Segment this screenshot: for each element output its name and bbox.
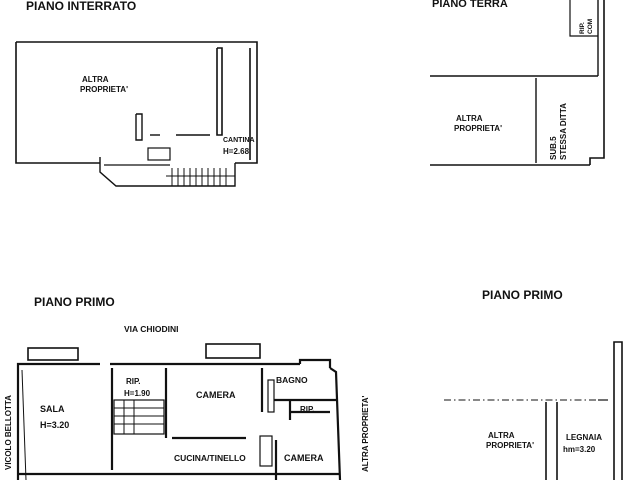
right-outer-wall xyxy=(613,341,623,480)
room-camera-2: CAMERA xyxy=(284,453,324,463)
wall-outer-left xyxy=(16,362,100,480)
basement-other-property-l2: PROPRIETA' xyxy=(80,85,128,94)
right-other-property-l2: PROPRIETA' xyxy=(486,441,534,450)
room-rip-height: H=1.90 xyxy=(124,389,151,398)
cellar-height: H=2.68 xyxy=(223,147,250,156)
room-bagno: BAGNO xyxy=(276,375,308,385)
street-top-label: VIA CHIODINI xyxy=(124,324,178,334)
right-other-property-l1: ALTRA xyxy=(488,431,515,440)
room-sala-height: H=3.20 xyxy=(40,420,69,430)
first-floor-left-plan: PIANO PRIMO VIA CHIODINI VICOLO BELLOTTA… xyxy=(4,295,370,480)
room-legnaia-height: hm=3.20 xyxy=(563,445,596,454)
basement-other-property: ALTRA PROPRIETA' xyxy=(80,75,128,94)
ground-corner-l1: RIP. xyxy=(579,22,586,34)
wall-inner-left xyxy=(21,369,27,480)
rip-stair xyxy=(113,399,165,435)
stair-steps xyxy=(166,168,235,186)
ground-sub-l1: SUB.5 xyxy=(549,136,558,160)
stair-landing xyxy=(147,147,171,161)
first-right-title: PIANO PRIMO xyxy=(482,288,563,302)
ground-sub: SUB.5 STESSA DITTA xyxy=(549,103,568,160)
basement-title: PIANO INTERRATO xyxy=(26,0,136,13)
basement-wall-left xyxy=(15,42,100,164)
balcony-left xyxy=(27,347,79,361)
ground-corner-l2: COM xyxy=(587,19,594,34)
room-sala: SALA xyxy=(40,404,65,414)
ground-other-property-l2: PROPRIETA' xyxy=(454,124,502,133)
basement-partition xyxy=(216,47,223,136)
basement-plan: PIANO INTERRATO ALTRA PROP xyxy=(15,0,258,187)
ground-corner-box xyxy=(569,0,598,37)
ground-wall-right xyxy=(589,0,605,165)
first-floor-right-plan: PIANO PRIMO ALTRA PROPRIETA' LEGNAIA hm=… xyxy=(444,288,623,480)
balcony-right xyxy=(205,343,261,359)
room-rip-2: RIP. xyxy=(300,405,315,414)
basement-post xyxy=(135,113,143,141)
right-other-property: ALTRA PROPRIETA' xyxy=(486,431,534,450)
stair-outline xyxy=(99,157,236,187)
chimney-block xyxy=(259,435,273,467)
room-legnaia: LEGNAIA xyxy=(566,433,602,442)
ground-corner-label: RIP. COM xyxy=(579,19,594,34)
cellar-name: CANTINA xyxy=(223,137,255,144)
ground-sub-l2: STESSA DITTA xyxy=(559,103,568,160)
room-cucina: CUCINA/TINELLO xyxy=(174,453,246,463)
first-left-title: PIANO PRIMO xyxy=(34,295,115,309)
room-rip: RIP. xyxy=(126,377,141,386)
street-left-label: VICOLO BELLOTTA xyxy=(4,395,13,470)
rip-stair-steps xyxy=(114,400,164,434)
bagno-fixture xyxy=(267,379,275,413)
ground-plan: PIANO TERRA ALTRA PROPRIETA' SUB.5 STESS… xyxy=(430,0,605,166)
basement-other-property-l1: ALTRA xyxy=(82,75,109,84)
wall-outer-top-right xyxy=(298,358,332,368)
ground-title: PIANO TERRA xyxy=(432,0,508,10)
room-camera-1: CAMERA xyxy=(196,390,236,400)
right-side-label: ALTRA PROPRIETA' xyxy=(361,395,370,472)
ground-other-property-l1: ALTRA xyxy=(456,114,483,123)
wall-outer-right xyxy=(329,367,342,480)
ground-other-property: ALTRA PROPRIETA' xyxy=(454,114,502,133)
basement-wall-top-right xyxy=(16,41,258,164)
